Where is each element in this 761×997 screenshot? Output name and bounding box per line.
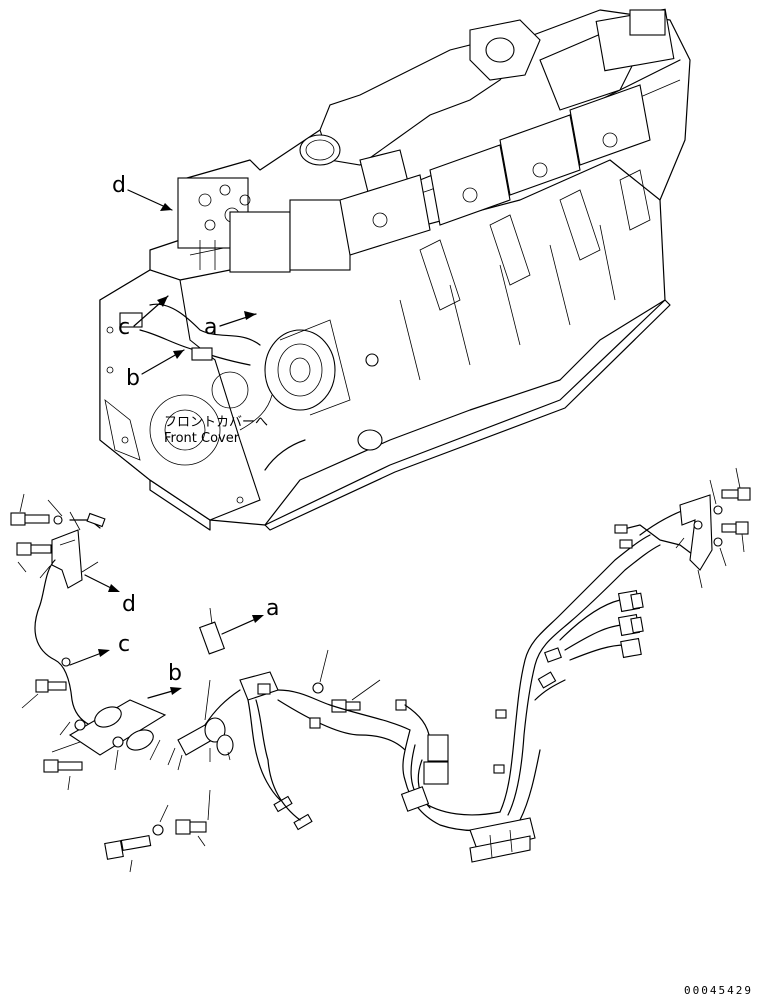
- clip-1: [94, 706, 122, 728]
- connector-plug-2: [617, 613, 644, 637]
- callout-a-lower: a: [266, 596, 279, 621]
- callout-b-label: b: [126, 366, 140, 391]
- relay-connector-1: [427, 734, 449, 762]
- sensor-body: [204, 717, 226, 743]
- front-cover-note-en: Front Cover: [164, 431, 240, 446]
- sensor-assembly: a: [104, 596, 279, 873]
- connector-plug-1: [617, 589, 644, 613]
- callout-d-lower: d: [122, 592, 136, 617]
- bolt-2: [16, 542, 52, 556]
- connector-plug-3: [620, 637, 642, 659]
- clip-2: [126, 729, 154, 751]
- left-bracket-assembly: d c b: [10, 493, 182, 791]
- callout-b-lower: b: [168, 661, 182, 686]
- sensor-a: [198, 621, 226, 655]
- callout-c-label: c: [118, 315, 130, 340]
- right-bracket: [679, 494, 713, 571]
- callout-c-lower: c: [118, 632, 130, 657]
- short-bolt: [175, 819, 207, 835]
- front-cover-note-jp: フロントカバーへ: [164, 415, 268, 430]
- wire-bracket: [51, 529, 83, 589]
- engine-block: [99, 8, 691, 531]
- callout-d-label: d: [112, 173, 126, 198]
- main-wiring-harness: [239, 467, 751, 863]
- bolt-3: [35, 679, 67, 693]
- terminal-block: [469, 817, 536, 853]
- bolt-4: [43, 759, 83, 773]
- page-number: 00045429: [684, 984, 753, 997]
- callout-a-label: a: [204, 315, 217, 340]
- bolt-right-2: [721, 521, 749, 535]
- long-bolt: [104, 824, 164, 860]
- pulley: [264, 329, 336, 411]
- bolt-right-1: [721, 487, 751, 501]
- bolt-1: [10, 512, 50, 526]
- engine-callouts: d c a b フロントカバーへ Front Cover: [112, 173, 273, 446]
- relay-connector-2: [423, 761, 449, 785]
